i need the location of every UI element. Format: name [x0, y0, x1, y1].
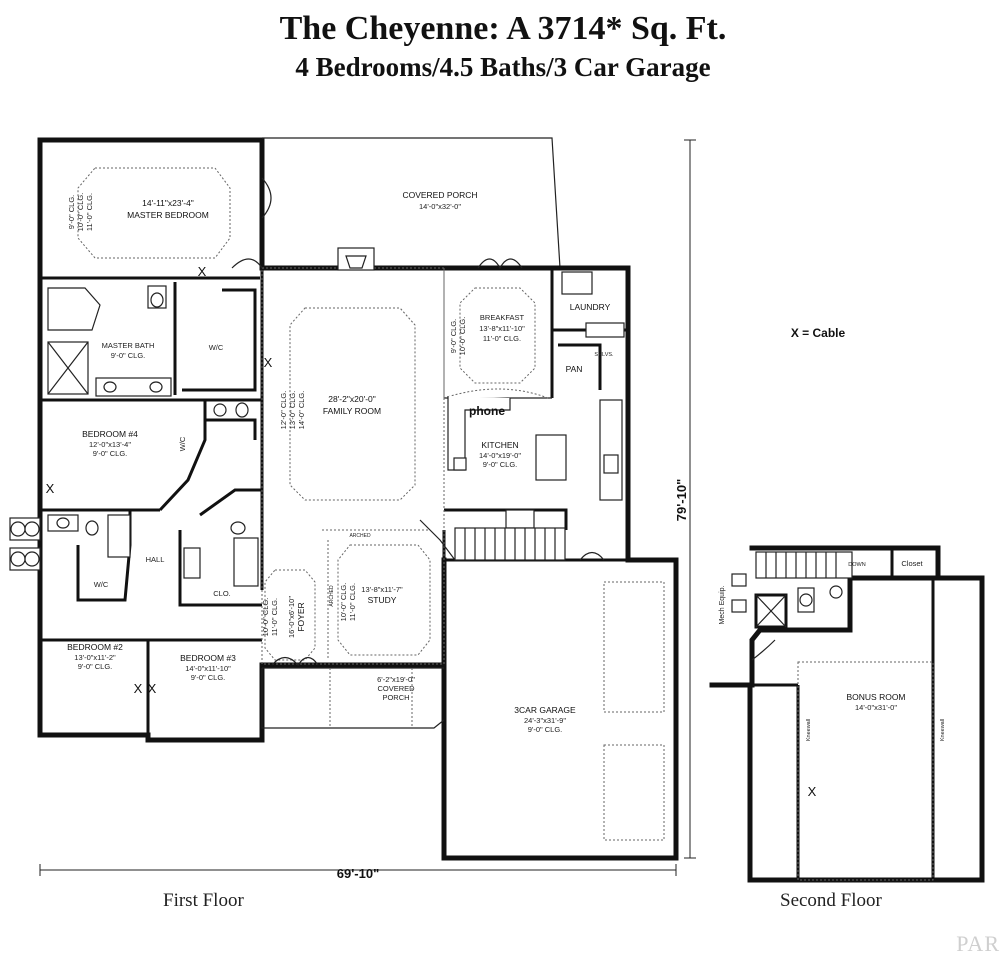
interior-walls: [40, 268, 628, 740]
front-porch-name2: PORCH: [382, 693, 409, 702]
phone-label: phone: [469, 404, 505, 418]
master-bedroom-clg1: 9'-0" CLG.: [67, 195, 76, 230]
first-floor-walls: [37, 137, 679, 861]
bedroom4-clg: 9'-0" CLG.: [93, 449, 128, 458]
laundry-name: LAUNDRY: [570, 302, 611, 312]
family-room-name: FAMILY ROOM: [323, 406, 381, 416]
bedroom2-name: BEDROOM #2: [67, 642, 123, 652]
cable-mark: X: [808, 784, 817, 799]
ceiling-outlines: [77, 167, 665, 841]
bedroom4-name: BEDROOM #4: [82, 429, 138, 439]
family-room-clg2: 13'-0" CLG.: [288, 391, 297, 430]
plan-subtitle: 4 Bedrooms/4.5 Baths/3 Car Garage: [295, 52, 711, 82]
covered-porch-name: COVERED PORCH: [402, 190, 477, 200]
front-porch-size: 6'-2"x19'-0": [377, 675, 415, 684]
cable-legend: X = Cable: [791, 326, 846, 340]
master-bath-clg: 9'-0" CLG.: [111, 351, 146, 360]
dimension-lines: [39, 139, 696, 876]
kitchen-clg: 9'-0" CLG.: [483, 460, 518, 469]
room-labels: 14'-11"x23'-4" MASTER BEDROOM 9'-0" CLG.…: [46, 190, 946, 881]
family-room-size: 28'-2"x20'-0": [328, 394, 376, 404]
bedroom3-name: BEDROOM #3: [180, 653, 236, 663]
pan-name: PAN: [566, 364, 583, 374]
breakfast-clg2: 9'-0" CLG.: [449, 319, 458, 354]
cable-mark: X: [46, 481, 55, 496]
cable-mark: X: [198, 264, 207, 279]
fixtures: [9, 177, 625, 666]
first-floor-label: First Floor: [163, 890, 244, 911]
stairs-down-label: DOWN: [848, 562, 865, 568]
master-bath-name: MASTER BATH: [102, 341, 155, 350]
master-wic-label: W/C: [209, 343, 224, 352]
breakfast-clg1: 11'-0" CLG.: [483, 334, 521, 343]
mech-equip-label: Mech Equip.: [719, 585, 726, 624]
master-bedroom-name: MASTER BEDROOM: [127, 210, 209, 220]
foyer-name: FOYER: [296, 602, 306, 631]
study-clg1: 10'-0" CLG.: [339, 583, 348, 622]
garage-size: 24'-3"x31'-9": [524, 716, 566, 725]
plan-title: The Cheyenne: A 3714* Sq. Ft.: [279, 10, 727, 47]
first-floor-stairs: [419, 519, 566, 561]
breakfast-clg3: 10'-0" CLG.: [458, 317, 467, 356]
master-bedroom-clg3: 11'-0" CLG.: [85, 193, 94, 231]
family-room-clg3: 14'-0" CLG.: [297, 391, 306, 430]
master-bedroom-clg2: 10'-0" CLG.: [76, 193, 85, 232]
bonus-room-size: 14'-0"x31'-0": [855, 703, 897, 712]
breakfast-name: BREAKFAST: [480, 313, 525, 322]
bedroom4-wic: W/C: [178, 436, 187, 451]
kneewall-left: Kneewall: [806, 719, 812, 741]
study-arched: ARCHED: [349, 533, 371, 539]
hall-clo: CLO.: [213, 589, 231, 598]
hall-name: HALL: [146, 555, 165, 564]
second-floor-walls: [709, 545, 985, 883]
garage-name: 3CAR GARAGE: [514, 705, 576, 715]
kitchen-name: KITCHEN: [481, 440, 518, 450]
watermark-logo: PAR: [956, 931, 1000, 956]
depth-dimension: 79'-10": [674, 479, 689, 522]
front-porch-name: COVERED: [377, 684, 415, 693]
study-clg2: 11'-0" CLG.: [348, 583, 357, 621]
covered-porch-size: 14'-0"x32'-0": [419, 202, 461, 211]
foyer-size: 16'-0"x6'-10": [287, 596, 296, 638]
bedroom3-size: 14'-0"x11'-10": [185, 664, 231, 673]
bedroom2-clg: 9'-0" CLG.: [78, 662, 113, 671]
kneewall-right: Kneewall: [940, 719, 946, 741]
cable-mark: X: [134, 681, 143, 696]
pan-shelves: SHLVS.: [594, 352, 614, 358]
bed2-wic: W/C: [94, 580, 109, 589]
family-room-clg1: 12'-0" CLG.: [279, 391, 288, 430]
cable-mark: X: [264, 355, 273, 370]
cable-mark: X: [148, 681, 157, 696]
garage-clg: 9'-0" CLG.: [528, 725, 563, 734]
foyer-clg2: 11'-0" CLG.: [270, 598, 279, 636]
study-name: STUDY: [368, 595, 397, 605]
bedroom2-size: 13'-0"x11'-2": [74, 653, 116, 662]
bonus-room-name: BONUS ROOM: [846, 692, 905, 702]
closet-label: Closet: [901, 559, 923, 568]
study-size: 13'-8"x11'-7": [361, 585, 403, 594]
bedroom4-size: 12'-0"x13'-4": [89, 440, 131, 449]
foyer-clg1: 10'-0" CLG.: [261, 598, 270, 637]
bedroom3-clg: 9'-0" CLG.: [191, 673, 226, 682]
kitchen-size: 14'-0"x19'-0": [479, 451, 521, 460]
breakfast-size: 13'-8"x11'-10": [479, 324, 525, 333]
master-bedroom-size: 14'-11"x23'-4": [142, 198, 194, 208]
foyer-arched: ARCHED: [329, 585, 335, 607]
width-dimension: 69'-10": [337, 866, 380, 881]
second-floor-label: Second Floor: [780, 890, 882, 911]
